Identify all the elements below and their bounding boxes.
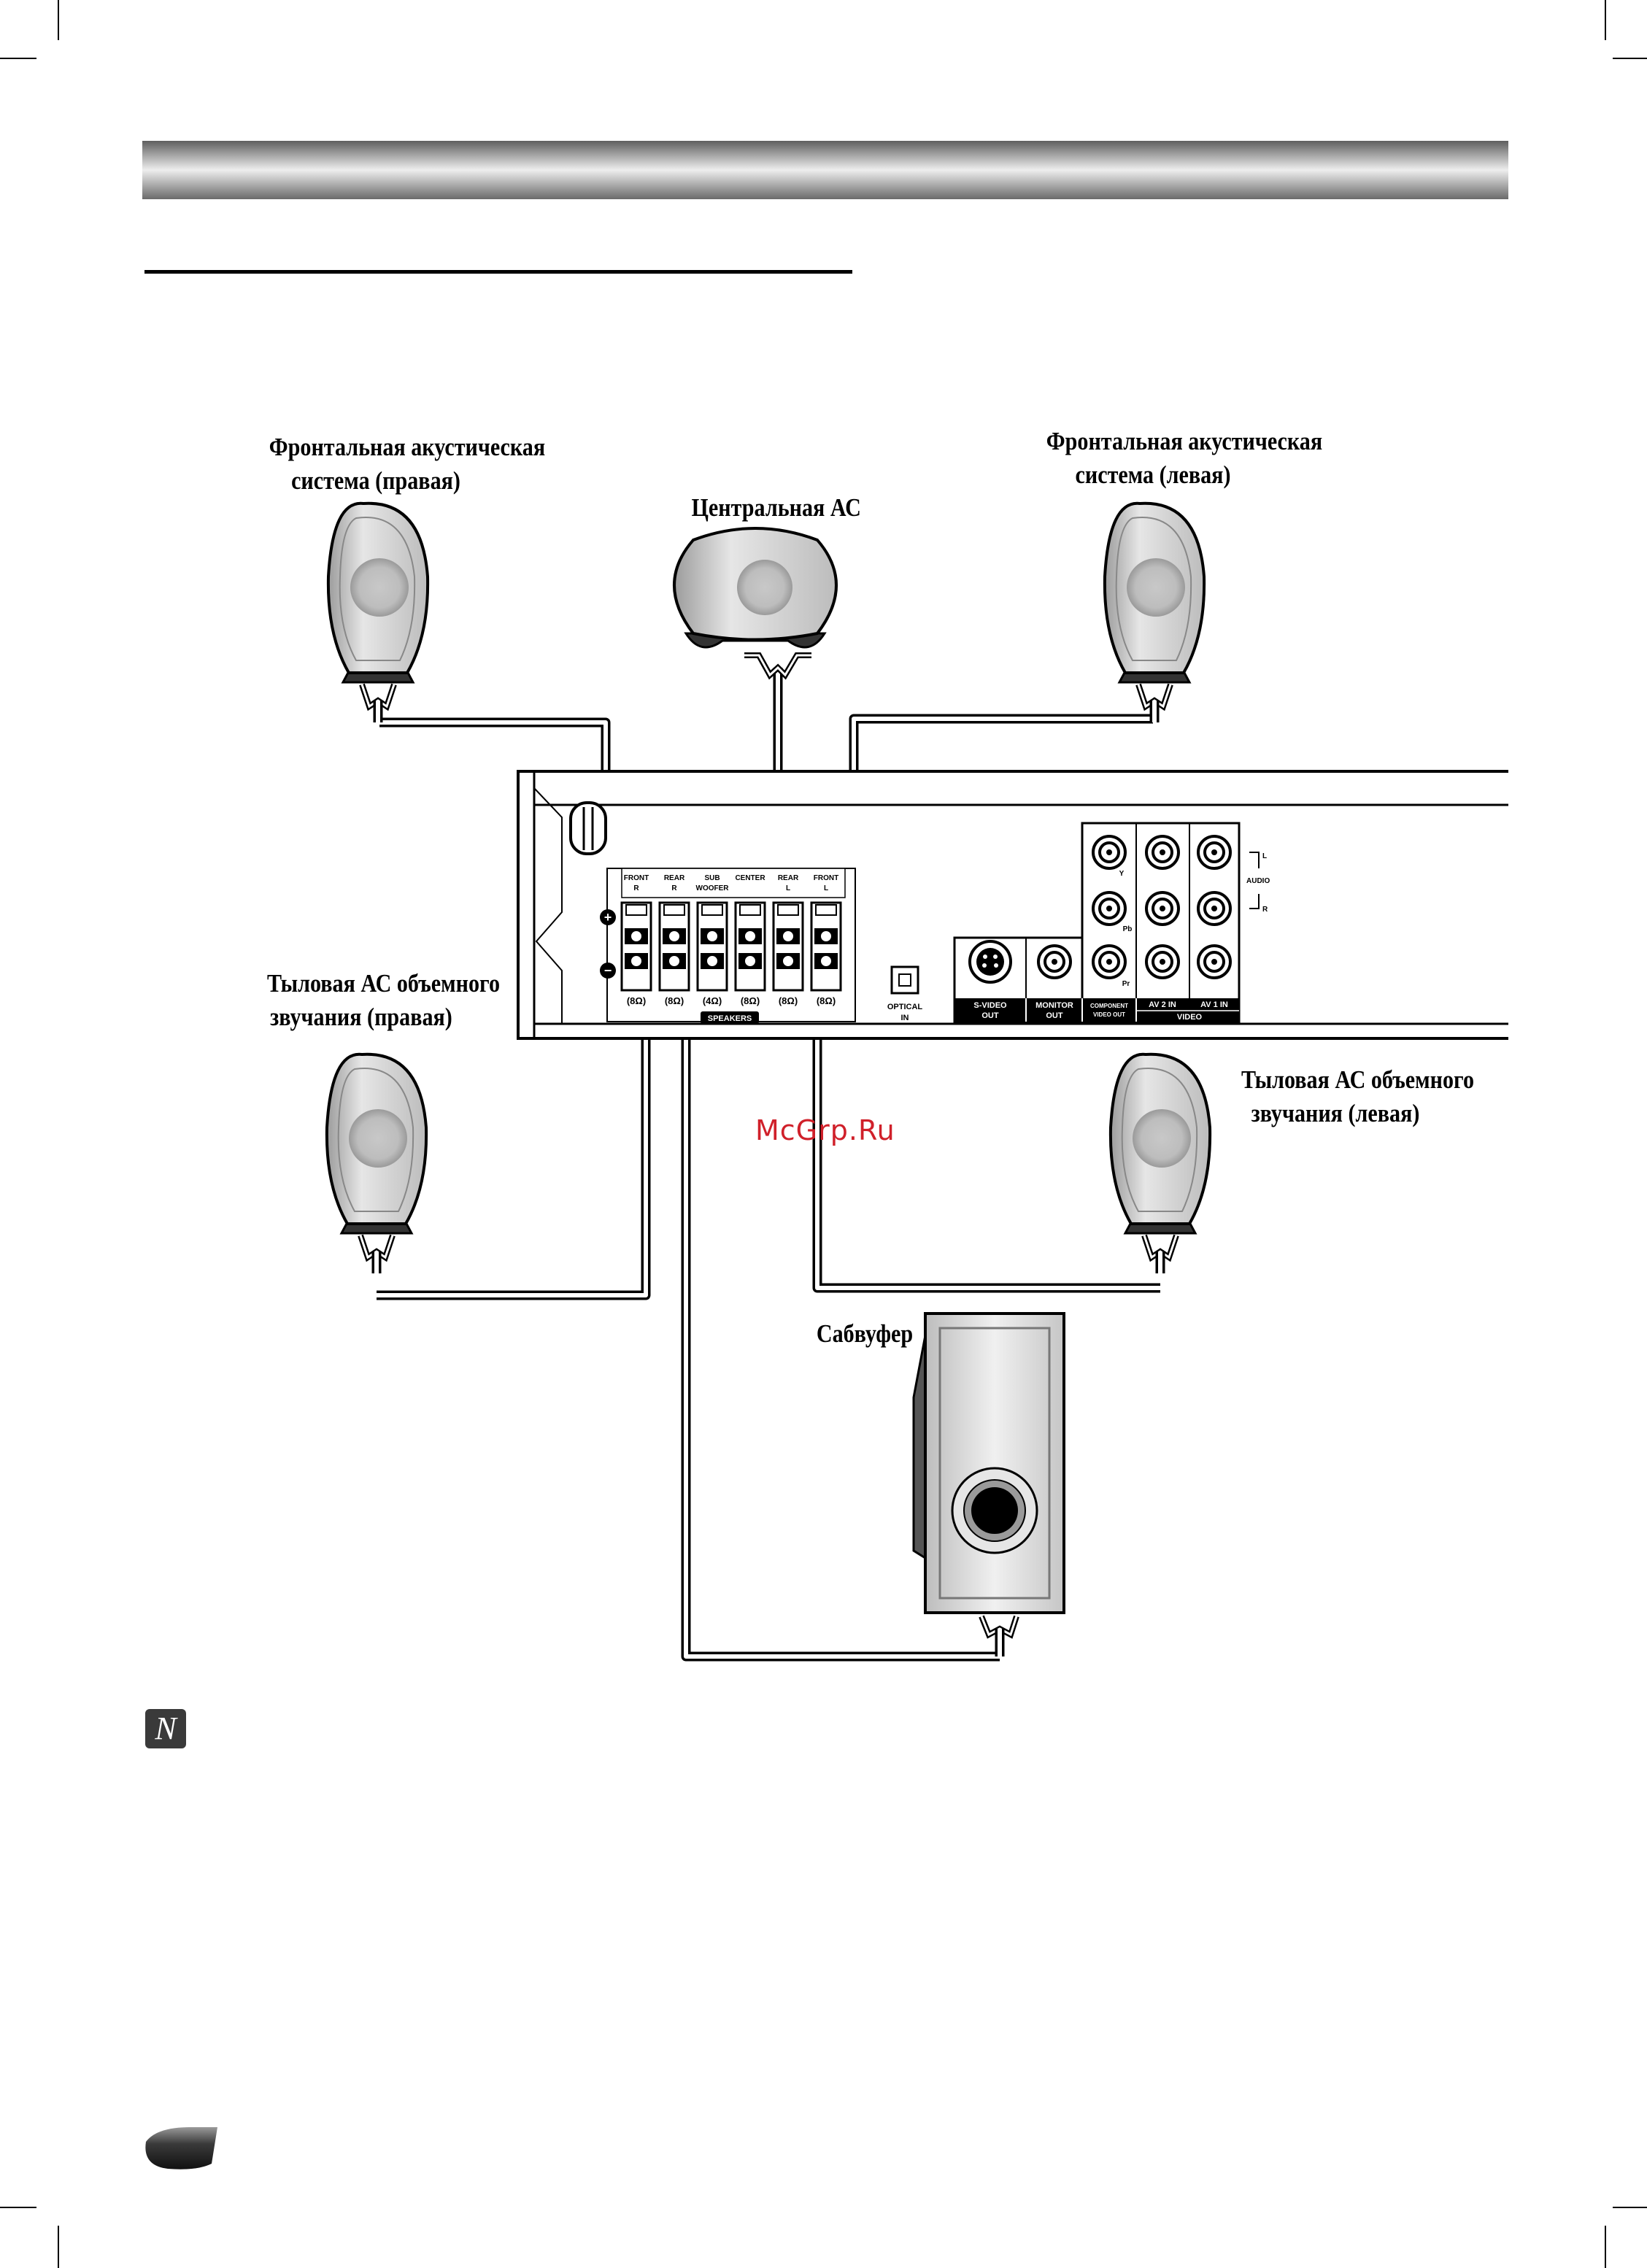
note-icon: N	[145, 1709, 186, 1748]
rca-jack[interactable]	[1092, 835, 1127, 870]
svg-text:(8Ω): (8Ω)	[817, 995, 836, 1006]
rca-jack[interactable]	[1145, 944, 1180, 979]
rca-jack[interactable]	[1145, 835, 1180, 870]
speaker-terminal[interactable]: CENTER (8Ω)	[734, 874, 766, 1006]
svg-text:R: R	[633, 884, 639, 892]
audio-l-label: L	[1262, 852, 1267, 860]
svg-text:L: L	[824, 884, 828, 892]
speakers-label: SPEAKERS	[708, 1014, 752, 1023]
svg-text:(8Ω): (8Ω)	[741, 995, 760, 1006]
rear-left-speaker	[1108, 1052, 1212, 1273]
rca-jack[interactable]	[1197, 835, 1232, 870]
audio-r-label: R	[1262, 906, 1268, 914]
speaker-terminal[interactable]: REAR R (8Ω)	[658, 874, 690, 1006]
svg-text:(8Ω): (8Ω)	[627, 995, 646, 1006]
label-subwoofer: Сабвуфер	[816, 1319, 914, 1348]
cord-clamp	[569, 801, 607, 855]
video-label: VIDEO	[1177, 1013, 1203, 1022]
component-label-1: COMPONENT	[1090, 1003, 1128, 1009]
monitor-label-1: MONITOR	[1035, 1001, 1073, 1010]
rca-jack[interactable]	[1092, 891, 1127, 926]
speaker-terminal[interactable]: SUB WOOFER (4Ω)	[696, 874, 730, 1006]
front-left-speaker	[1103, 501, 1206, 722]
pb-label: Pb	[1123, 925, 1133, 933]
rca-jack[interactable]	[1092, 944, 1127, 979]
plus-terminal-marker	[600, 909, 616, 925]
svideo-label-2: OUT	[981, 1011, 999, 1020]
svideo-label-1: S-VIDEO	[973, 1001, 1007, 1010]
speaker-terminal[interactable]: FRONT L (8Ω)	[810, 874, 842, 1006]
svg-text:FRONT: FRONT	[624, 874, 649, 882]
minus-terminal-marker	[600, 963, 616, 979]
svg-text:L: L	[786, 884, 790, 892]
svg-text:FRONT: FRONT	[814, 874, 838, 882]
svg-text:CENTER: CENTER	[735, 874, 765, 882]
speaker-terminal[interactable]: REAR L (8Ω)	[772, 874, 804, 1006]
audio-label: AUDIO	[1246, 877, 1270, 885]
svg-text:(8Ω): (8Ω)	[779, 995, 798, 1006]
rear-right-speaker	[325, 1052, 428, 1273]
terminals: FRONT R (8Ω) REAR R (8Ω) SUB WOOFER (4Ω) CENTER (8…	[620, 874, 842, 1006]
pr-label: Pr	[1122, 980, 1130, 988]
svg-text:SUB: SUB	[704, 874, 720, 882]
av2-label: AV 2 IN	[1149, 1000, 1176, 1009]
header-bar	[142, 141, 1508, 199]
y-label: Y	[1119, 870, 1125, 878]
subwoofer	[912, 1312, 1065, 1656]
svg-text:+: +	[604, 910, 612, 925]
front-right-speaker	[326, 501, 430, 722]
svg-text:(8Ω): (8Ω)	[665, 995, 684, 1006]
av1-label: AV 1 IN	[1200, 1000, 1228, 1009]
svg-text:(4Ω): (4Ω)	[703, 995, 722, 1006]
svg-text:REAR: REAR	[664, 874, 685, 882]
speakers	[325, 501, 1212, 1273]
watermark-text: McGrp.Ru	[755, 1114, 895, 1146]
monitor-label-2: OUT	[1046, 1011, 1063, 1020]
rca-jacks	[1037, 835, 1232, 979]
rca-jack[interactable]	[1197, 891, 1232, 926]
optical-label-1: OPTICAL	[887, 1003, 923, 1011]
svg-text:REAR: REAR	[778, 874, 799, 882]
section-rule	[144, 270, 852, 274]
speaker-terminal[interactable]: FRONT R (8Ω)	[620, 874, 652, 1006]
rca-jack[interactable]	[1197, 944, 1232, 979]
page-number-tab	[145, 2127, 217, 2169]
svg-text:R: R	[671, 884, 677, 892]
rca-jack[interactable]	[1037, 944, 1072, 979]
receiver-rear-panel: FRONT R (8Ω) REAR R (8Ω) SUB WOOFER (4Ω) CENTER (8…	[517, 770, 1508, 1040]
optical-label-2: IN	[901, 1014, 909, 1022]
optical-in-jack	[890, 965, 919, 995]
center-speaker	[673, 527, 838, 680]
svg-text:−: −	[604, 963, 612, 978]
component-label-2: VIDEO OUT	[1093, 1011, 1125, 1018]
label-center: Центральная АС	[691, 493, 861, 522]
rca-jack[interactable]	[1145, 891, 1180, 926]
svg-text:WOOFER: WOOFER	[696, 884, 730, 892]
speakers-label-bg	[701, 1011, 759, 1024]
